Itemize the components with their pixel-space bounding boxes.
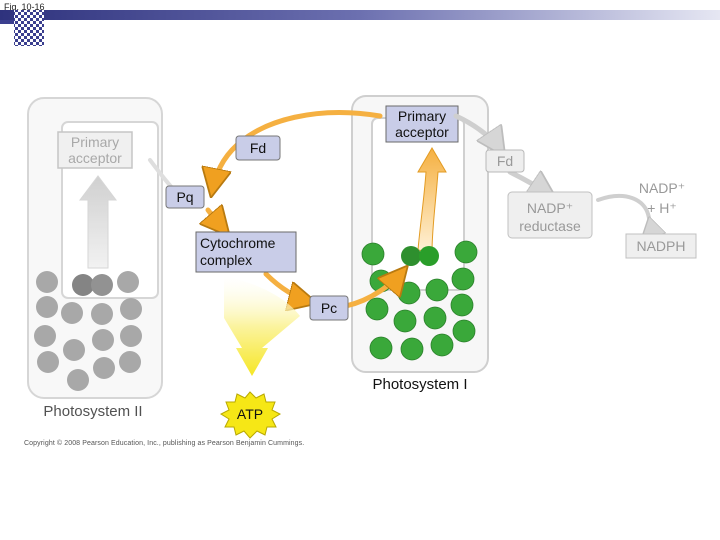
- psi-to-fd-arrow: [453, 113, 502, 152]
- fd-right-label: Fd: [497, 153, 513, 169]
- figure-number: Fig. 10-16: [4, 2, 45, 12]
- copyright-notice: Copyright © 2008 Pearson Education, Inc.…: [24, 440, 305, 447]
- nadph-label: NADPH: [636, 238, 685, 254]
- nadp-reductase-line1: NADP⁺: [527, 200, 573, 216]
- pq-carrier: Pq: [165, 185, 205, 209]
- nadp-plus-h: NADP⁺ + H⁺: [639, 180, 685, 216]
- pq-to-cytochrome-arrow: [208, 210, 226, 232]
- psii-p680-right: [91, 274, 113, 296]
- atp-energy-beam: [224, 276, 300, 376]
- nadph-product: NADPH: [625, 233, 697, 259]
- nadp-reductase-line2: reductase: [519, 218, 581, 234]
- photosystem-ii: Primary acceptor Photosystem II: [27, 97, 163, 420]
- fd-center-carrier: Fd: [235, 135, 281, 161]
- psii-antenna-pigments: [34, 271, 142, 391]
- psii-excitation-arrow: [79, 175, 117, 269]
- cytochrome-complex: Cytochrome complex: [195, 231, 297, 273]
- psii-primary-acceptor-line1: Primary: [71, 134, 119, 150]
- pc-label: Pc: [321, 300, 337, 316]
- psii-primary-acceptor-box: [57, 131, 133, 169]
- pq-label: Pq: [176, 189, 193, 205]
- cytochrome-to-pc-arrow: [263, 271, 312, 302]
- psii-title: Photosystem II: [43, 403, 142, 420]
- psi-primary-acceptor-line1: Primary: [398, 108, 446, 124]
- psii-p680-left: [72, 274, 94, 296]
- psi-primary-acceptor-line2: acceptor: [395, 124, 449, 140]
- nadp-plus-label: NADP⁺: [639, 180, 685, 196]
- atp-label: ATP: [237, 406, 263, 422]
- cytochrome-label-line1: Cytochrome: [200, 235, 276, 251]
- pc-to-psi-arrow: [343, 270, 404, 309]
- psii-primary-acceptor-line2: acceptor: [68, 150, 122, 166]
- psi-primary-acceptor-box: [385, 105, 459, 143]
- nadp-reductase: NADP⁺ reductase: [507, 191, 593, 239]
- atp-starburst: ATP: [219, 391, 282, 439]
- photosystem-i: Primary acceptor Photosystem I: [351, 95, 489, 393]
- psi-excitation-arrow: [417, 147, 447, 253]
- fd-right-carrier: Fd: [485, 149, 525, 173]
- cytochrome-label-line2: complex: [200, 252, 252, 268]
- psi-p700-left: [401, 246, 421, 266]
- nadp-to-nadph-arrow: [596, 194, 650, 238]
- psi-title: Photosystem I: [372, 376, 467, 393]
- psi-p700-right: [419, 246, 439, 266]
- h-plus-label: + H⁺: [647, 200, 677, 216]
- title-banner: [0, 10, 720, 46]
- pc-carrier: Pc: [309, 295, 349, 321]
- fd-center-label: Fd: [250, 140, 266, 156]
- psi-antenna-pigments: [361, 240, 478, 361]
